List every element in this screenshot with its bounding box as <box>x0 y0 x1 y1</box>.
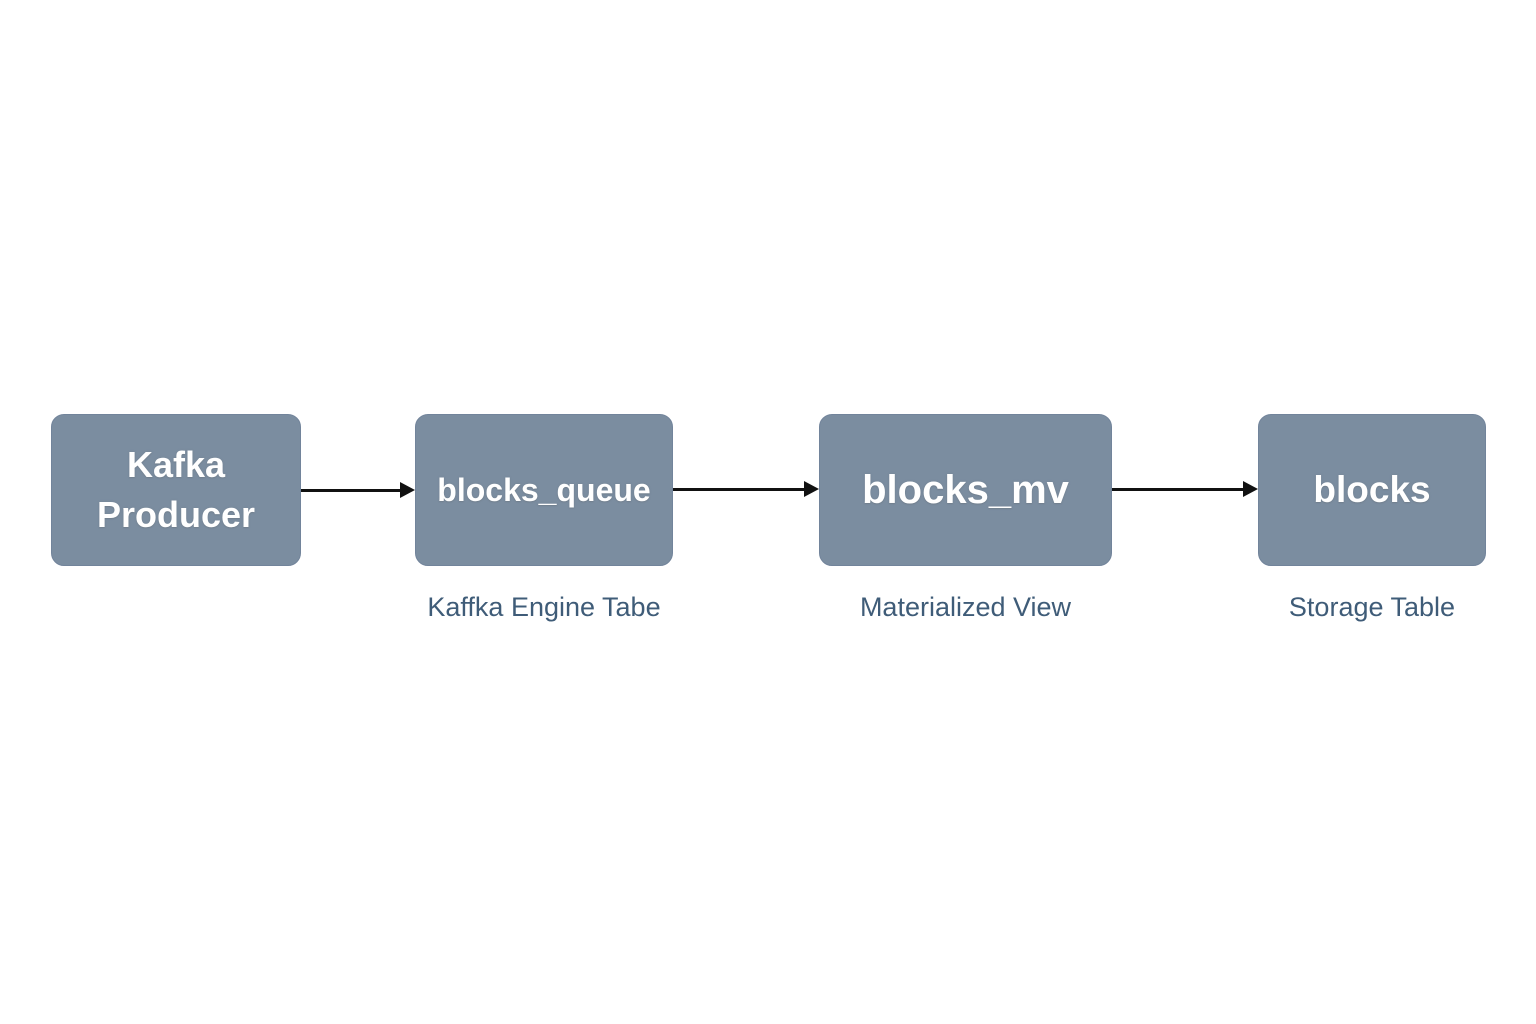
arrow-shaft <box>1112 487 1246 491</box>
blocks-queue-box: blocks_queue <box>415 414 673 566</box>
blocks-mv-caption: Materialized View <box>859 592 1072 622</box>
arrowhead-icon <box>400 482 415 498</box>
kafka-producer-box: Kafka Producer <box>51 414 301 566</box>
arrow-shaft <box>673 487 807 491</box>
arrow-blocks-mv-to-blocks <box>1112 481 1258 497</box>
arrowhead-icon <box>804 481 819 497</box>
blocks-queue-label: blocks_queue <box>437 471 651 508</box>
blocks-caption: Storage Table <box>1288 592 1456 622</box>
node-blocks-queue: blocks_queue Kaffka Engine Tabe <box>415 414 673 623</box>
node-blocks-mv: blocks_mv Materialized View <box>819 414 1112 623</box>
arrow-shaft <box>301 488 403 492</box>
arrowhead-icon <box>1243 481 1258 497</box>
arrow-blocks-queue-to-blocks-mv <box>673 481 819 497</box>
node-blocks: blocks Storage Table <box>1258 414 1486 623</box>
blocks-box: blocks <box>1258 414 1486 566</box>
blocks-label: blocks <box>1313 469 1431 510</box>
kafka-producer-label-line2: Producer <box>96 494 256 535</box>
kafka-producer-label-line1: Kafka <box>126 444 226 485</box>
blocks-queue-caption: Kaffka Engine Tabe <box>427 592 661 622</box>
blocks-mv-box: blocks_mv <box>819 414 1112 566</box>
node-kafka-producer: Kafka Producer <box>51 414 301 566</box>
arrow-kafka-producer-to-blocks-queue <box>301 482 415 498</box>
blocks-mv-label: blocks_mv <box>862 467 1069 512</box>
